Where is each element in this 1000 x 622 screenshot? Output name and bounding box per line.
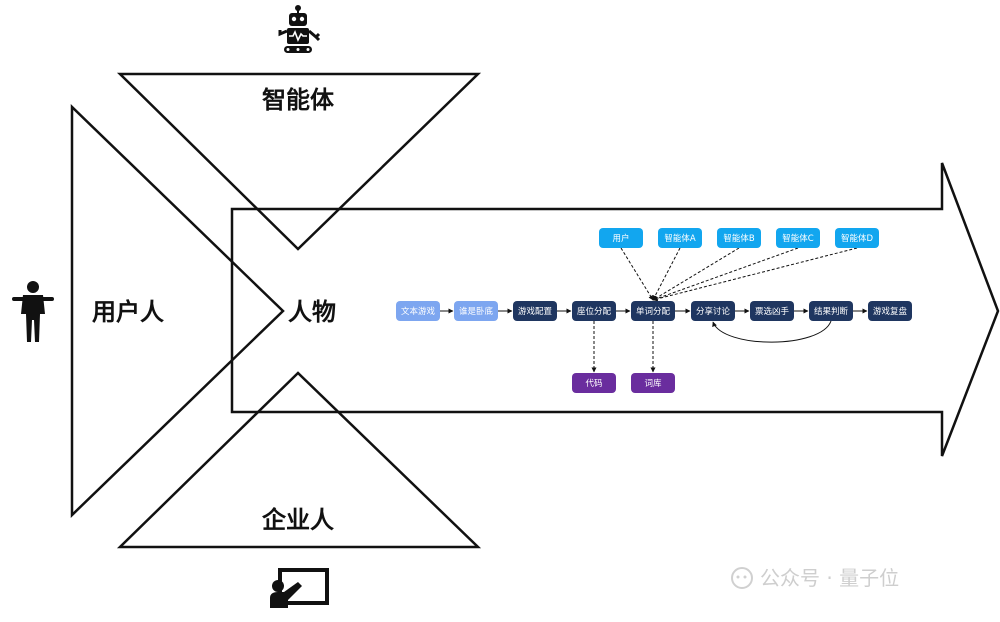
participant-node: 智能体B — [717, 228, 761, 248]
flow-step-text: 单词分配 — [636, 306, 671, 317]
watermark-text: 公众号 · 量子位 — [760, 566, 899, 590]
flow-step-text: 分享讨论 — [696, 306, 731, 317]
participant-node-box — [599, 228, 643, 248]
game-flow-chart: 文本游戏 谁是卧底 游戏配置 座位分配 单词分配 分享讨论 票选凶手 结果判断 游戏复盘 用户 智能… — [396, 228, 912, 393]
person-icon — [12, 281, 54, 342]
flow-step-box — [454, 301, 498, 321]
participant-arrow — [620, 247, 654, 301]
participant-node-box — [835, 228, 879, 248]
flow-step-box — [750, 301, 794, 321]
participant-node: 用户 — [599, 228, 643, 248]
flow-step-text: 文本游戏 — [401, 306, 436, 317]
output-node: 词库 — [631, 373, 675, 393]
participant-arrow — [652, 247, 681, 301]
agent-triangle — [116, 72, 482, 251]
user-label: 用户人 — [92, 298, 164, 326]
flow-step: 分享讨论 — [691, 301, 735, 321]
participant-node-box — [658, 228, 702, 248]
flow-step-box — [572, 301, 616, 321]
flow-step-text: 结果判断 — [814, 306, 849, 317]
robot-icon — [278, 5, 321, 53]
flow-step-box — [691, 301, 735, 321]
flow-step: 谁是卧底 — [454, 301, 498, 321]
flow-step: 结果判断 — [809, 301, 853, 321]
presenter-board-icon — [270, 568, 329, 608]
enterprise-label: 企业人 — [262, 506, 334, 534]
participant-node-text: 用户 — [612, 233, 629, 244]
flow-step-text: 座位分配 — [577, 306, 612, 317]
output-node-box — [572, 373, 616, 393]
participant-node-text: 智能体B — [723, 233, 755, 244]
flow-step-box — [396, 301, 440, 321]
enterprise-triangle — [116, 371, 482, 549]
loop-arrow — [712, 320, 832, 343]
watermark: 公众号 · 量子位 — [731, 566, 899, 590]
participant-node: 智能体A — [658, 228, 702, 248]
flow-step: 票选凶手 — [750, 301, 794, 321]
output-node: 代码 — [572, 373, 616, 393]
flow-step-text: 谁是卧底 — [459, 306, 494, 317]
output-node-text: 代码 — [585, 378, 602, 389]
big-arrow-shape — [230, 162, 1000, 457]
flow-step-box — [513, 301, 557, 321]
flow-step-box — [868, 301, 912, 321]
participant-node-box — [776, 228, 820, 248]
flow-step: 单词分配 — [631, 301, 675, 321]
participant-node-text: 智能体A — [664, 233, 696, 244]
persona-label: 人物 — [288, 298, 336, 326]
participant-arrow — [652, 247, 799, 301]
flow-step: 文本游戏 — [396, 301, 440, 321]
agent-label: 智能体 — [262, 86, 335, 114]
flow-step-text: 游戏复盘 — [873, 306, 908, 317]
flow-step: 游戏复盘 — [868, 301, 912, 321]
participant-node: 智能体D — [835, 228, 879, 248]
participant-arrow — [652, 247, 740, 301]
participant-node-text: 智能体D — [841, 233, 874, 244]
flow-step-box — [631, 301, 675, 321]
wechat-icon — [731, 567, 753, 589]
flow-step-text: 游戏配置 — [518, 306, 553, 317]
user-triangle — [70, 104, 285, 518]
participant-node-box — [717, 228, 761, 248]
participant-arrow — [652, 247, 858, 302]
flow-step: 座位分配 — [572, 301, 616, 321]
flow-step: 游戏配置 — [513, 301, 557, 321]
participant-node-text: 智能体C — [782, 233, 814, 244]
output-node-text: 词库 — [644, 378, 662, 389]
output-node-box — [631, 373, 675, 393]
flow-step-text: 票选凶手 — [755, 306, 790, 317]
participant-node: 智能体C — [776, 228, 820, 248]
flow-step-box — [809, 301, 853, 321]
